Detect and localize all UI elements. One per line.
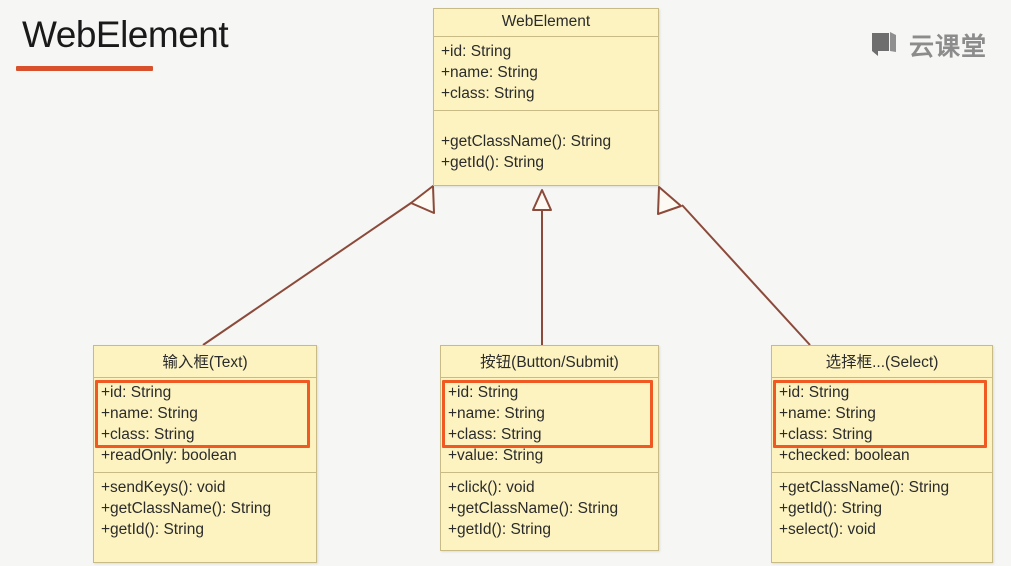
method-row: +sendKeys(): void — [101, 479, 226, 496]
method-row: +getId(): String — [779, 500, 882, 517]
method-row: +getClassName(): String — [101, 500, 272, 517]
attribute-row: +value: String — [448, 447, 544, 464]
methods-section: +sendKeys(): void +getClassName(): Strin… — [94, 473, 316, 546]
attributes-section: +id: String +name: String +class: String… — [441, 378, 658, 473]
method-row: +getClassName(): String — [448, 500, 619, 517]
class-box-webelement[interactable]: WebElement +id: String +name: String +cl… — [433, 8, 659, 186]
brand-text: 云课堂 — [908, 32, 987, 61]
class-name-select: 选择框...(Select) — [772, 346, 992, 378]
attribute-row: +id: String — [101, 384, 172, 401]
attribute-row: +checked: boolean — [779, 447, 910, 464]
title-underline — [16, 66, 153, 71]
attribute-row: +readOnly: boolean — [101, 447, 237, 464]
attributes-section: +id: String +name: String +class: String… — [94, 378, 316, 473]
book-icon — [869, 31, 899, 59]
attributes-section: +id: String +name: String +class: String — [434, 37, 658, 111]
method-row: +getId(): String — [441, 154, 544, 171]
class-box-select[interactable]: 选择框...(Select) +id: String +name: String… — [771, 345, 993, 563]
method-row: +select(): void — [779, 521, 876, 538]
methods-section: +click(): void +getClassName(): String +… — [441, 473, 658, 546]
class-name-button: 按钮(Button/Submit) — [441, 346, 658, 378]
class-box-button[interactable]: 按钮(Button/Submit) +id: String +name: Str… — [440, 345, 659, 551]
attribute-row: +class: String — [441, 85, 535, 102]
methods-section: +getClassName(): String +getId(): String… — [772, 473, 992, 546]
attribute-row: +id: String — [441, 43, 512, 60]
method-row: +getId(): String — [101, 521, 204, 538]
method-row: +getId(): String — [448, 521, 551, 538]
attribute-row: +id: String — [779, 384, 850, 401]
attributes-section: +id: String +name: String +class: String… — [772, 378, 992, 473]
class-name-text-input: 输入框(Text) — [94, 346, 316, 378]
method-row: +click(): void — [448, 479, 535, 496]
attribute-row: +class: String — [779, 426, 873, 443]
attribute-row: +id: String — [448, 384, 519, 401]
methods-section: +getClassName(): String +getId(): String — [434, 111, 658, 179]
attribute-row: +class: String — [101, 426, 195, 443]
brand-logo: 云课堂 — [869, 27, 987, 63]
page-title: WebElement — [22, 14, 229, 55]
attribute-row: +name: String — [779, 405, 876, 422]
attribute-row: +name: String — [101, 405, 198, 422]
method-row: +getClassName(): String — [441, 133, 612, 150]
attribute-row: +class: String — [448, 426, 542, 443]
class-box-text-input[interactable]: 输入框(Text) +id: String +name: String +cla… — [93, 345, 317, 563]
attribute-row: +name: String — [448, 405, 545, 422]
class-name-webelement: WebElement — [434, 9, 658, 37]
attribute-row: +name: String — [441, 64, 538, 81]
method-row: +getClassName(): String — [779, 479, 950, 496]
